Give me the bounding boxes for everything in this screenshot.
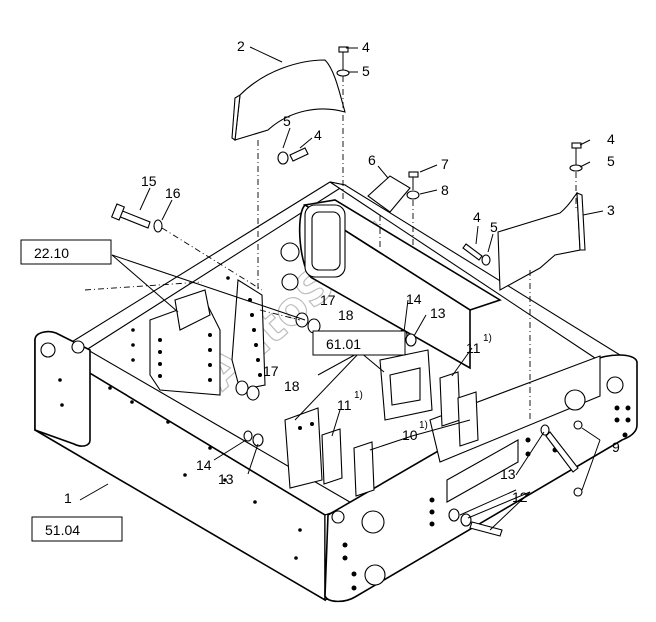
callout-9: 9: [612, 439, 620, 455]
callout-5: 5: [607, 153, 615, 169]
callout-18: 18: [338, 307, 354, 323]
reference-box-22-10[interactable]: 22.10: [20, 239, 112, 265]
callout-11: 11: [466, 340, 481, 356]
callout-12: 12: [512, 489, 528, 505]
callout-5: 5: [362, 63, 370, 79]
callout-5: 5: [490, 219, 498, 235]
cover-plate-3: [497, 191, 586, 291]
callout-17: 17: [320, 292, 336, 308]
callout-10: 10: [402, 427, 418, 443]
callout-14: 14: [406, 291, 422, 307]
cross-tube: [298, 199, 502, 370]
callout-6: 6: [368, 152, 376, 168]
callout-2: 2: [237, 38, 245, 54]
callout-4: 4: [314, 127, 322, 143]
callout-4: 4: [607, 131, 615, 147]
ref-label: 51.04: [45, 522, 80, 538]
ref-label: 61.01: [326, 336, 361, 352]
callout-13: 13: [500, 466, 516, 482]
callout-17: 17: [263, 363, 279, 379]
callout-7: 7: [441, 156, 449, 172]
callout-13: 13: [430, 305, 446, 321]
reference-box-51-04[interactable]: 51.04: [31, 516, 123, 542]
callout-1: 1: [64, 490, 72, 506]
callout-15: 15: [141, 173, 157, 189]
left-brackets: [131, 276, 266, 396]
centre-brackets: [284, 349, 479, 497]
callout-11: 11: [337, 397, 352, 413]
callout-4: 4: [473, 209, 481, 225]
callout-labels: 2 4 5 5 4 6 7 8 4 5 3 4 5 15 16 17 18 14…: [64, 38, 620, 506]
footnote-mark: 1): [354, 390, 363, 401]
footnote-mark: 1): [419, 420, 428, 431]
callout-5: 5: [283, 113, 291, 129]
callout-16: 16: [165, 185, 181, 201]
callout-14: 14: [196, 457, 212, 473]
cover-plate-2: [231, 59, 346, 141]
alignment-lines: [84, 76, 577, 420]
footnote-mark: 1): [483, 333, 492, 344]
callout-18: 18: [284, 378, 300, 394]
callout-8: 8: [441, 182, 449, 198]
callout-4: 4: [362, 39, 370, 55]
reference-box-61-01[interactable]: 61.01: [312, 330, 406, 356]
ref-label: 22.10: [34, 245, 69, 261]
callout-13: 13: [218, 471, 234, 487]
callout-3: 3: [607, 202, 615, 218]
